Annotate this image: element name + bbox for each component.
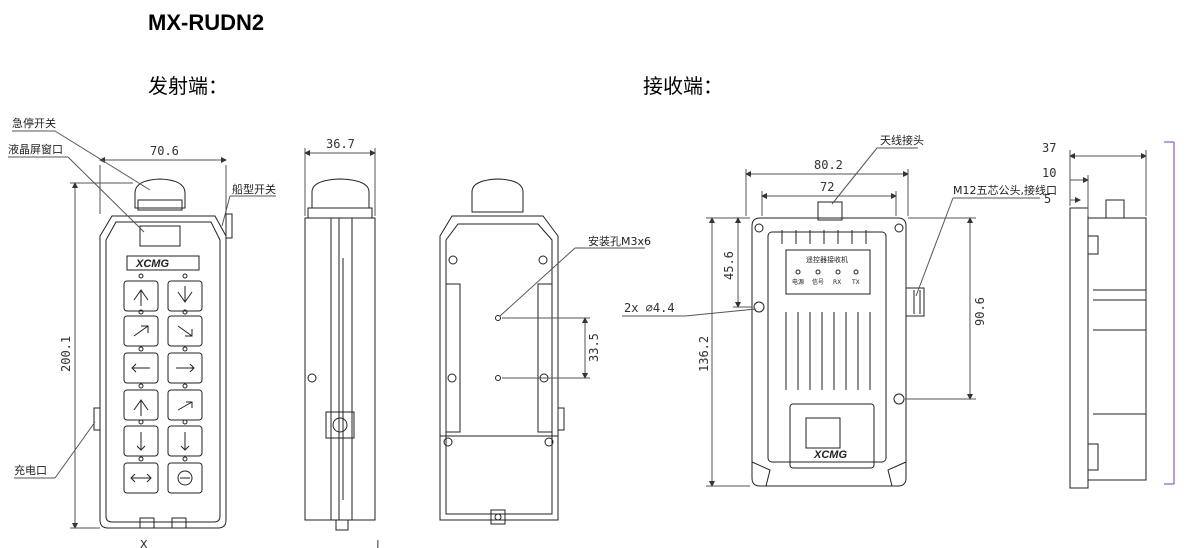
- tx-dimension-lines: [8, 130, 276, 529]
- rx-inner-width-dim: 72: [820, 180, 834, 194]
- transmitter-back-view: [439, 178, 645, 525]
- rx-width-dim: 80.2: [814, 158, 843, 172]
- tx-width-dim: 70.6: [150, 144, 179, 158]
- led-tx-label: TX: [851, 279, 860, 286]
- receiver-heading: 接收端：: [643, 74, 723, 98]
- m12-connector-label: M12五芯公头,接线口: [953, 183, 1057, 197]
- rx-side-mid-dim: 10: [1042, 166, 1056, 180]
- rx-hole-span-dim: 90.6: [973, 297, 987, 326]
- transmitter-side-view: [304, 148, 376, 531]
- transmitter-button-grid: [123, 273, 203, 494]
- tx-height-dim: 200.1: [59, 336, 73, 372]
- antenna-label: 天线接头: [880, 133, 924, 147]
- led-signal-label: 信号: [812, 278, 824, 286]
- tx-hole-pitch-dim: 33.5: [587, 333, 601, 362]
- led-rx-label: RX: [833, 279, 841, 286]
- rx-logo: XCMG: [813, 449, 847, 461]
- mount-holes-dim: 2x ∅4.4: [624, 301, 675, 315]
- rx-side-small-dim: 5: [1044, 192, 1051, 206]
- charge-port-label: 充电口: [14, 463, 47, 477]
- transmitter-heading: 发射端：: [148, 74, 228, 98]
- rx-panel-title: 遥控器接收机: [806, 255, 848, 264]
- model-title: MX-RUDN2: [148, 10, 265, 35]
- rx-height-dim: 136.2: [697, 336, 711, 372]
- bottom-mark-left: X: [140, 538, 148, 548]
- tx-logo: XCMG: [135, 258, 169, 270]
- tx-depth-dim: 36.7: [326, 137, 355, 151]
- transmitter-front-view: [93, 178, 233, 529]
- bottom-mark-right: |: [376, 538, 380, 548]
- lcd-label: 液晶屏窗口: [8, 142, 63, 156]
- rx-upper-dim: 45.6: [722, 251, 736, 280]
- mount-hole-label: 安装孔M3x6: [588, 234, 651, 248]
- rx-dimension-lines: [622, 147, 1040, 487]
- estop-label: 急停开关: [12, 116, 56, 130]
- receiver-vents: [781, 230, 871, 390]
- receiver-side-view: [1069, 141, 1175, 489]
- toggle-label: 船型开关: [232, 182, 276, 196]
- receiver-front-view: [751, 201, 925, 487]
- led-power-label: 电源: [792, 278, 804, 286]
- rx-side-total-dim: 37: [1042, 141, 1056, 155]
